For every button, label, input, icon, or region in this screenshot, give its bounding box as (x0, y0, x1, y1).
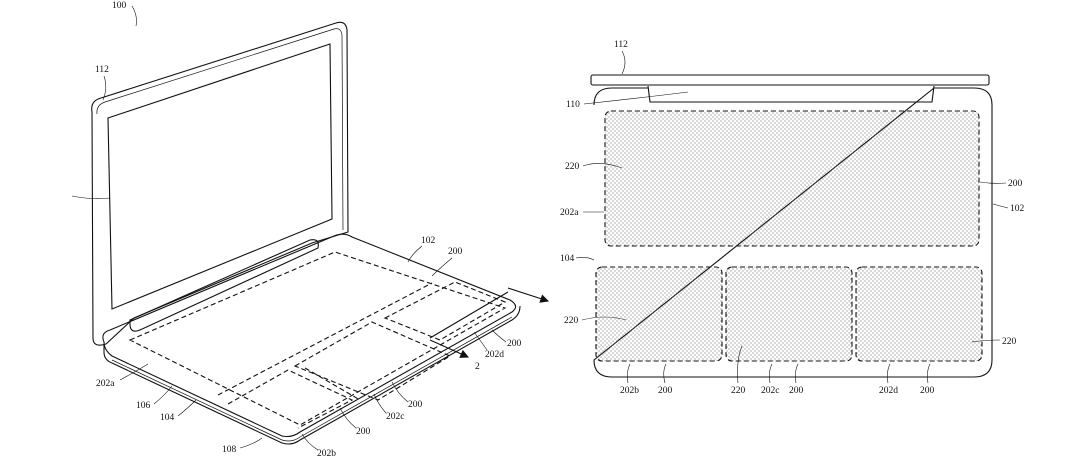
base-bottom-edge (111, 316, 513, 442)
lid-outer (91, 21, 349, 346)
label-102-right: 102 (1010, 204, 1025, 214)
label-202c: 202c (386, 412, 404, 422)
label-section-2: 2 (475, 362, 480, 372)
base-front-edge (103, 305, 521, 445)
region-202c-outline (293, 321, 452, 401)
label-100: 100 (112, 1, 127, 11)
label-200-b3: 200 (920, 386, 935, 396)
label-202b-left: 202b (317, 449, 336, 459)
label-220-upper: 220 (565, 162, 580, 172)
label-200-b1: 200 (658, 386, 673, 396)
label-200-bottom: 200 (356, 427, 371, 437)
label-108: 108 (222, 445, 237, 455)
label-202a-left: 202a (96, 379, 115, 389)
label-110: 110 (566, 100, 580, 110)
section-arrow-lower (429, 339, 470, 358)
section-arrow-upper (507, 287, 550, 303)
laptop-top-view (590, 74, 993, 378)
laptop-perspective-view (91, 21, 550, 445)
label-104-right: 104 (560, 254, 575, 264)
label-200-side: 200 (1008, 179, 1023, 189)
label-106: 106 (136, 401, 151, 411)
label-200-top: 200 (448, 247, 463, 257)
label-202a-right: 202a (560, 208, 579, 218)
label-112-left: 112 (95, 65, 109, 75)
label-200-right: 200 (507, 339, 522, 349)
label-220-right: 220 (1002, 337, 1017, 347)
region-divider-long (217, 282, 433, 396)
label-112-right: 112 (614, 40, 628, 50)
region-202a-outline (128, 251, 507, 426)
region-202c-inner (304, 367, 361, 401)
region-202b-texture (595, 266, 723, 362)
label-200-mid: 200 (408, 400, 423, 410)
hinge (129, 239, 319, 332)
region-202d-outline (383, 281, 507, 341)
label-200-b2: 200 (789, 386, 804, 396)
region-202d-texture (855, 266, 983, 362)
lid-bar (590, 74, 990, 86)
label-202d: 202d (485, 350, 504, 360)
label-104-left: 104 (160, 413, 175, 423)
right-labels: 112 110 220 202a 104 220 200 102 220 202… (560, 40, 1025, 396)
hinge-tab (647, 85, 935, 103)
base-top-surface (102, 233, 517, 438)
label-202b-right: 202b (620, 386, 639, 396)
label-220-left: 220 (564, 316, 579, 326)
lid-inner-edge (96, 28, 344, 231)
display-screen (107, 43, 333, 310)
base-outline (593, 87, 993, 378)
label-202d-right: 202d (879, 386, 898, 396)
label-202c-right: 202c (761, 386, 779, 396)
label-220-bottom: 220 (731, 386, 746, 396)
section-line (429, 291, 509, 339)
left-labels: 100 112 102 200 200 202d 2 202a 106 104 … (71, 1, 522, 459)
region-202c-texture (725, 266, 853, 362)
label-102-left: 102 (421, 236, 436, 246)
region-202a-texture (604, 110, 980, 247)
region-202b-outline (227, 369, 354, 429)
